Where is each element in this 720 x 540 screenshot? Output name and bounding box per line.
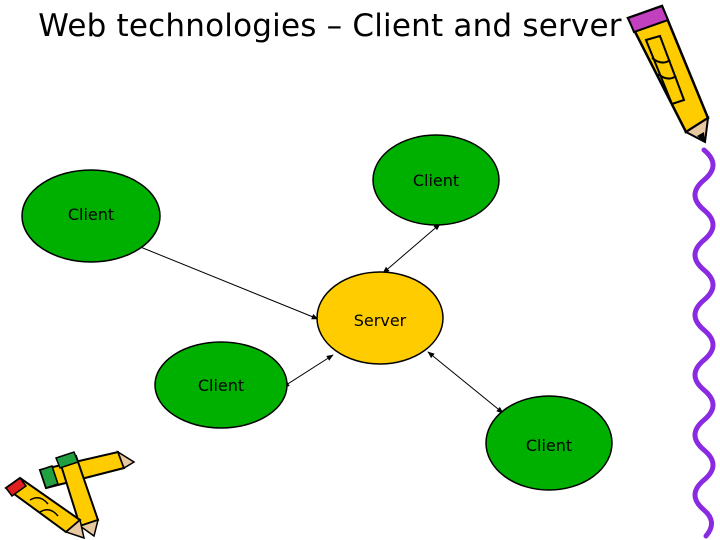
client-label: Client [526,436,572,455]
pencils-clipart [4,450,136,540]
slide-title: Web technologies – Client and server [38,8,622,44]
pencil-clipart [626,4,710,144]
edge-client-bottom-left-server [282,354,334,388]
server-ellipse [316,271,444,365]
client-label: Client [198,376,244,395]
squiggle-border [692,147,716,539]
edge-client-left-server [132,243,319,320]
node-server[interactable]: Server [316,271,444,365]
node-client-bottom-right[interactable]: Client [485,395,613,491]
node-client-bottom-left[interactable]: Client [154,341,288,429]
client-ellipse [21,169,161,263]
connections [132,223,504,414]
node-client-top-right[interactable]: Client [372,134,500,226]
client-ellipse [372,134,500,226]
client-ellipse [154,341,288,429]
client-label: Client [413,171,459,190]
server-label: Server [354,311,407,330]
client-ellipse [485,395,613,491]
edge-client-top-right-server [382,223,441,274]
edge-server-client-bottom-right [427,351,504,414]
node-client-left[interactable]: Client [21,169,161,263]
client-label: Client [68,205,114,224]
